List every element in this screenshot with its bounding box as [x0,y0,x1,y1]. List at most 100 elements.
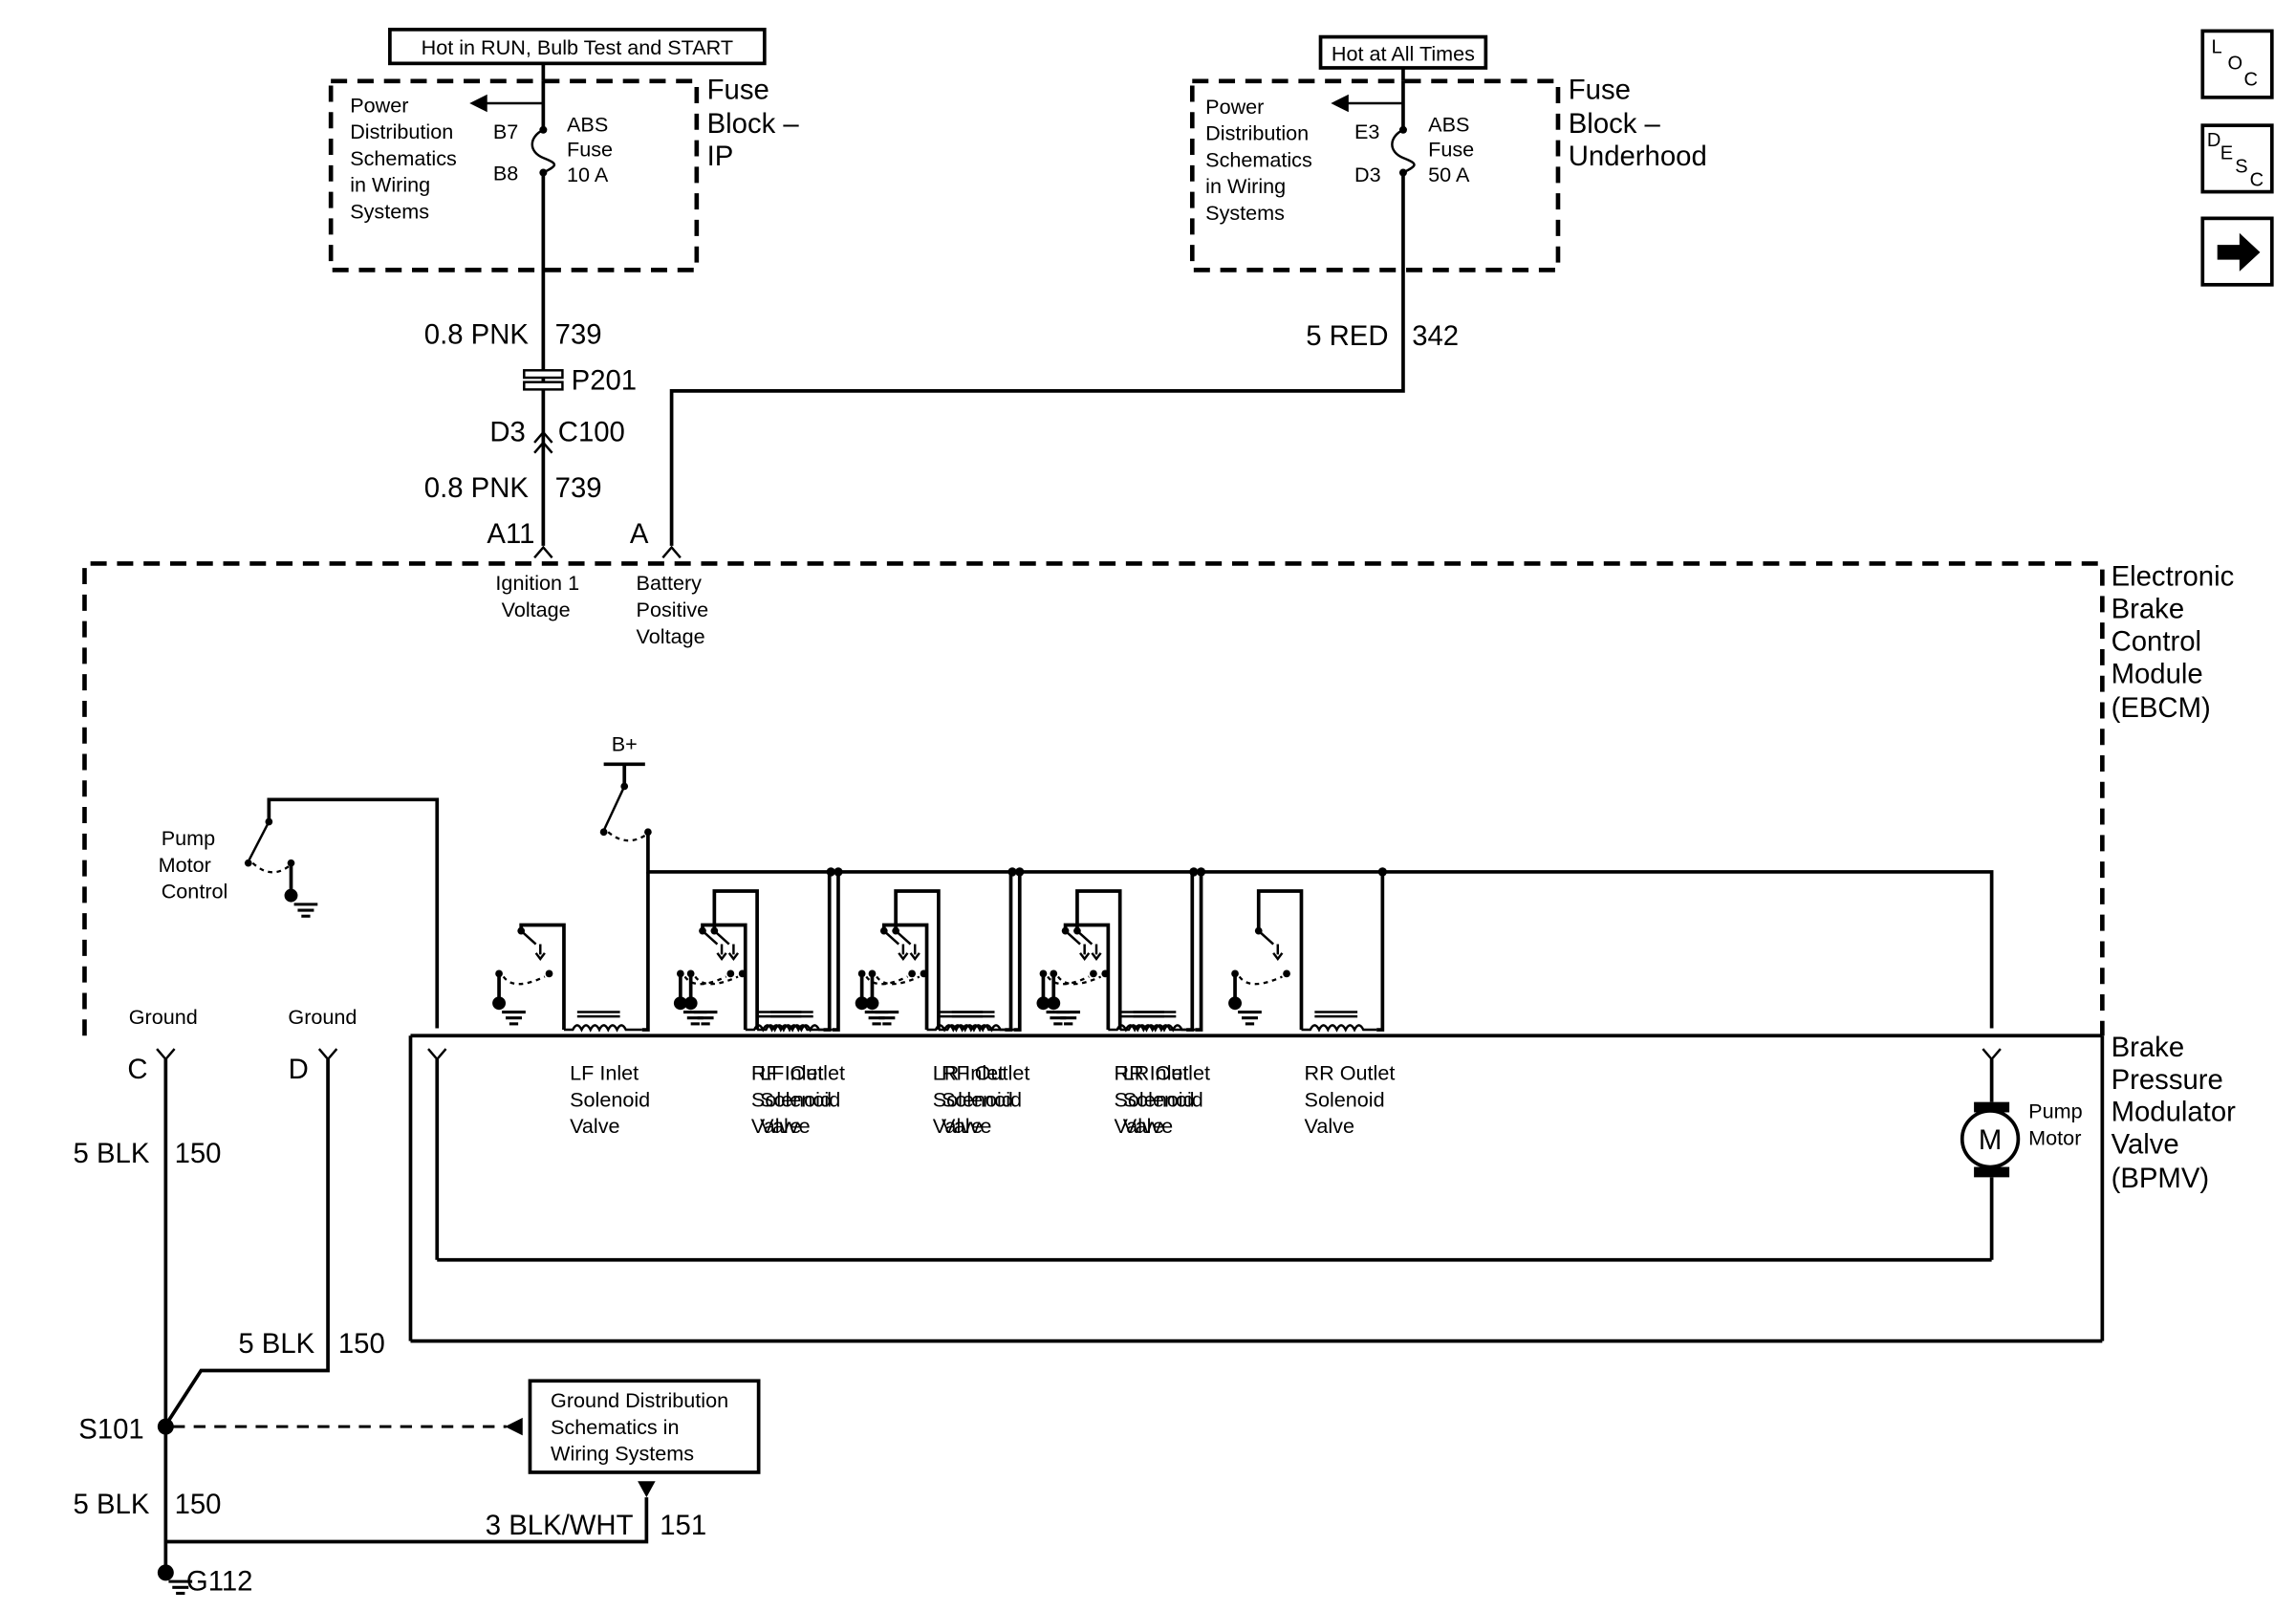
fuse-block-ip-label: Fuse Block – IP [707,74,807,171]
ground-circuits: C D 5 BLK 150 5 BLK 150 S101 Ground Dist… [74,1048,761,1597]
inline-connector-name: C100 [558,416,625,447]
nav-icons: LOC DESC [2200,29,2274,287]
wire-gnd-d-circuit: 150 [338,1328,385,1360]
pump-motor-switch [247,820,271,862]
fuse-uh-pin-in: E3 [1354,120,1379,143]
pump-motor-label: Pump Motor [2028,1099,2088,1150]
fuse-block-ip-outline [328,78,700,272]
fuse-ip-fuse-label: ABS Fuse 10 A [567,112,618,185]
splice-s101-label: S101 [78,1413,143,1445]
right-arrow-icon [2217,232,2261,272]
wire-batt-circuit: 342 [1412,320,1459,352]
ebcm-batt-label: Battery Positive Voltage [637,571,715,648]
ground-icon [292,903,319,918]
ebcm-label: Electronic Brake Control Module (EBCM) [2112,561,2242,724]
motor-symbol: M [1979,1124,2002,1156]
ground-point-label: G112 [186,1565,253,1597]
fuse-ip-ref-arrow-icon [469,94,487,113]
pump-motor: M Pump Motor [427,1048,2088,1262]
inline-connector-pin: D3 [489,416,525,447]
fuse-ip-header: Hot in RUN, Bulb Test and START [422,35,733,59]
solenoid-drivers: Brake Pressure Modulator Valve (BPMV) LF… [408,867,2243,1343]
solenoid-pair [492,867,843,1033]
wire-150-d [163,1058,330,1426]
fuse-uh-fuse-label: ABS Fuse 50 A [1428,112,1480,185]
desc-icon-text: DESC [2207,130,2264,191]
ebcm-batt-connector-icon [661,545,682,559]
solenoid-pair [855,867,1206,1033]
bplus-switch [602,785,626,832]
fuse-uh-pin-out: D3 [1354,163,1381,186]
ground-icon [500,1010,528,1026]
wire-gnd-c-circuit: 150 [175,1138,222,1169]
fuse-ip-fuse-icon [531,128,556,174]
ebcm-ground-d-label: Ground [288,1005,357,1029]
pump-motor-control-label: Pump Motor Control [159,826,228,903]
bpmv-label: Brake Pressure Modulator Valve (BPMV) [2112,1032,2243,1194]
fuse-ip-pin-in: B7 [493,120,518,143]
wire-gnd-dist-circuit: 151 [660,1510,706,1541]
wire-gnd-c-gauge: 5 BLK [74,1138,150,1169]
wire-ign-lower-circuit: 739 [555,472,602,504]
fuse-uh-ref-text: Power Distribution Schematics in Wiring … [1205,95,1318,225]
fuse-block-underhood-label: Fuse Block – Underhood [1569,74,1707,171]
ebcm-batt-pin: A [630,518,649,550]
ebcm-ign-label: Ignition 1 Voltage [495,571,585,621]
battery-feed-circuit: 5 RED 342 A [630,172,1459,559]
inline-connector-icon [533,430,553,454]
ground-dist-triangle-icon [638,1481,656,1498]
ground-dist-ref-arrow-icon [505,1417,523,1436]
ignition-feed-circuit: 0.8 PNK 739 P201 D3 C100 0.8 PNK 739 A11 [424,172,637,559]
fuse-uh-fuse-icon [1391,128,1416,174]
fuse-uh-header: Hot at All Times [1332,41,1475,65]
wire-ign-lower-gauge: 0.8 PNK [424,472,530,504]
splice-pack-icon [523,369,564,391]
wire-ign-upper-circuit: 739 [555,319,602,351]
ground-c-connector-icon [156,1048,176,1061]
ebcm-module: Electronic Brake Control Module (EBCM) I… [82,561,2242,1036]
fuse-block-underhood: Hot at All Times Power Distribution Sche… [1189,34,1707,272]
fuse-uh-ref-arrow-icon [1331,94,1349,113]
wire-151 [165,1497,649,1544]
wire-gnd-s-circuit: 150 [175,1489,222,1520]
ground-dist-ref-box [528,1379,761,1474]
wire-gnd-d-gauge: 5 BLK [238,1328,314,1360]
ground-pin-c: C [127,1054,147,1085]
loc-icon-text: LOC [2212,37,2258,91]
wire-342 [669,172,1405,546]
splice-s101-dot [157,1418,174,1435]
solenoid-pair [1036,867,1387,1033]
ground-d-connector-icon [317,1048,338,1061]
ebcm-ign-pin: A11 [487,518,534,550]
splice-pack-label: P201 [572,364,637,396]
fuse-ip-pin-out: B8 [493,161,518,185]
wire-gnd-dist-gauge: 3 BLK/WHT [486,1510,634,1541]
fuse-block-underhood-outline [1189,78,1561,272]
ground-icon [1236,1010,1264,1026]
fuse-ip-header-box [388,28,767,66]
loc-button[interactable]: LOC [2200,29,2274,99]
ground-dist-ref-text: Ground Distribution Schematics in Wiring… [551,1388,734,1466]
wire-ign-upper-gauge: 0.8 PNK [424,319,530,351]
wire-batt-gauge: 5 RED [1306,320,1388,352]
bplus-label: B+ [612,731,638,755]
wire-gnd-s-gauge: 5 BLK [74,1489,150,1520]
ground-pin-d: D [289,1054,309,1085]
fuse-block-ip: Hot in RUN, Bulb Test and START Power Di… [328,28,807,272]
next-page-button[interactable] [2200,216,2274,287]
ebcm-ign-connector-icon [533,545,553,559]
fuse-ip-ref-text: Power Distribution Schematics in Wiring … [350,93,463,223]
fuse-uh-header-box [1318,34,1488,70]
solenoid-pair [673,867,1025,1033]
desc-button[interactable]: DESC [2200,123,2274,194]
ebcm-ground-c-label: Ground [129,1005,198,1029]
